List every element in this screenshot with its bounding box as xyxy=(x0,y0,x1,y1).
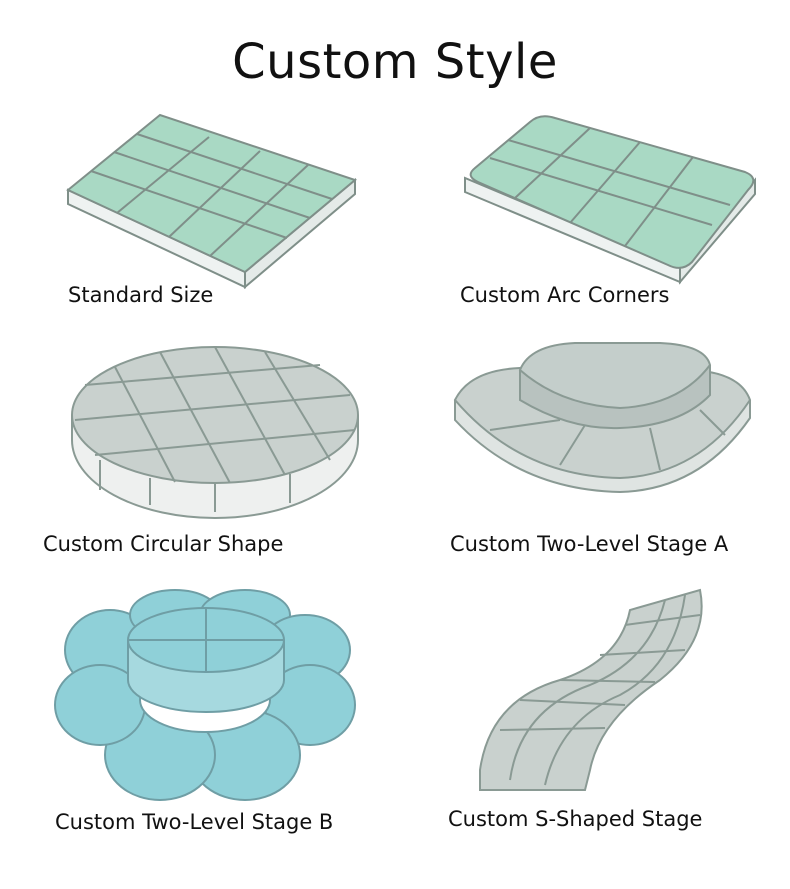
two-level-stage-a-image xyxy=(453,342,752,494)
caption-arc-corners: Custom Arc Corners xyxy=(460,283,670,307)
caption-s-shaped: Custom S-Shaped Stage xyxy=(448,807,703,831)
caption-circular-shape: Custom Circular Shape xyxy=(43,532,284,556)
arc-corners-stage-image xyxy=(464,115,756,285)
caption-standard-size: Standard Size xyxy=(68,283,214,307)
two-level-stage-b-image xyxy=(54,589,356,801)
caption-two-level-a: Custom Two-Level Stage A xyxy=(450,532,729,556)
caption-two-level-b: Custom Two-Level Stage B xyxy=(55,810,334,834)
s-shaped-stage-image xyxy=(479,588,703,791)
page-title: Custom Style xyxy=(232,34,558,90)
standard-stage-image xyxy=(66,113,358,290)
circular-stage-image xyxy=(71,346,359,519)
